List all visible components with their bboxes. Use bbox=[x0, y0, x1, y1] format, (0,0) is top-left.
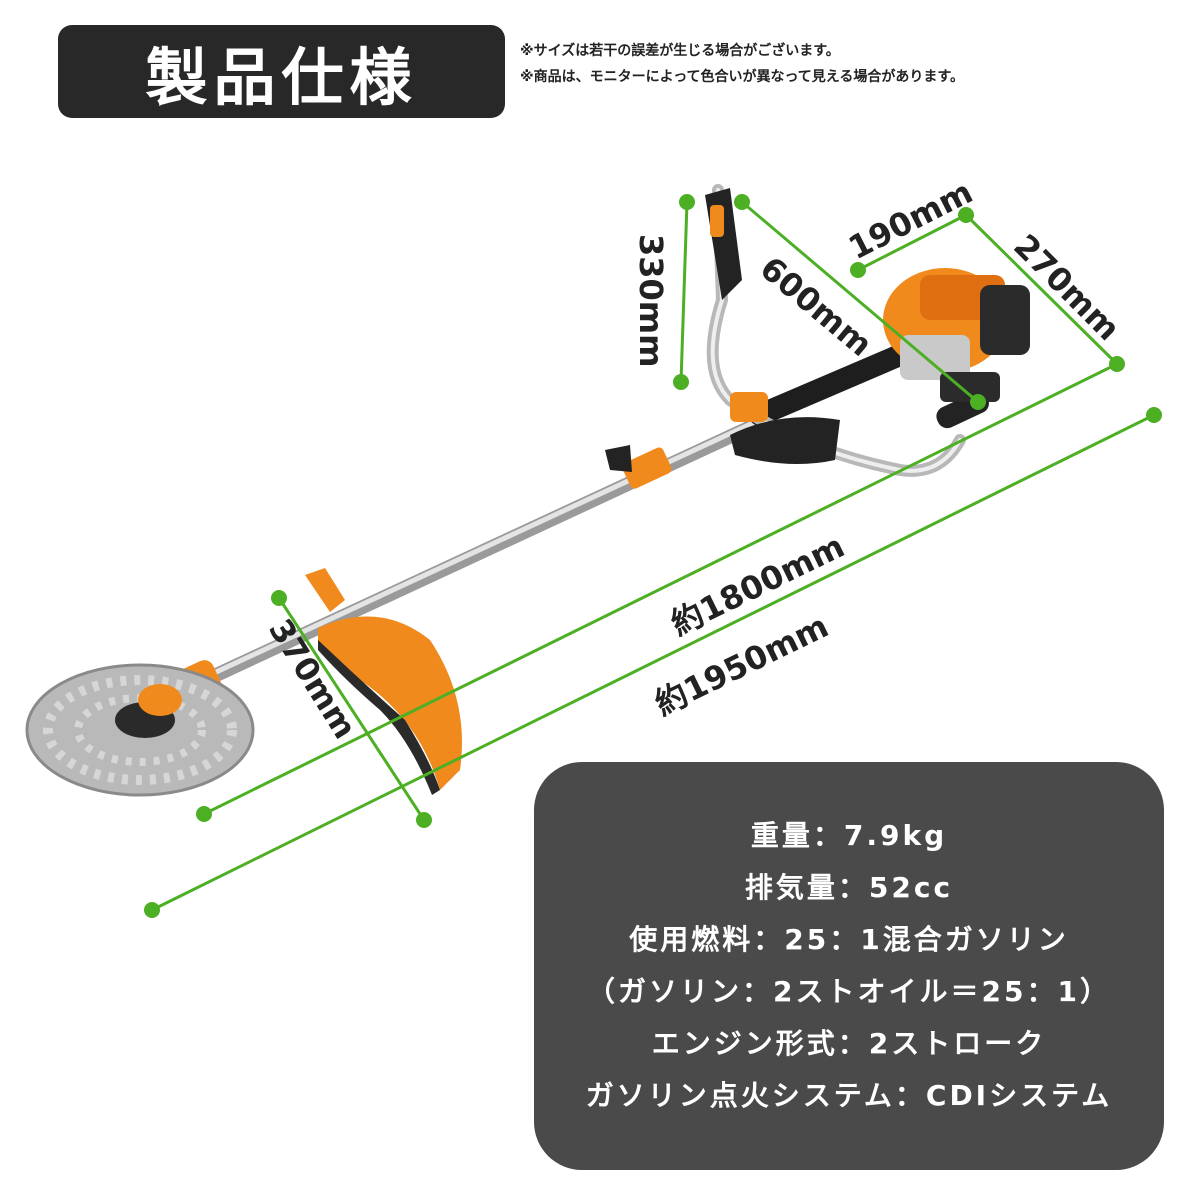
spec-displacement: 排気量：52cc bbox=[744, 871, 954, 904]
note-size-tolerance: ※サイズは若干の誤差が生じる場合がございます。 bbox=[520, 43, 840, 59]
dim-line-guard-width bbox=[277, 597, 426, 821]
dim-line-handle-height bbox=[679, 201, 689, 383]
dim-line-engine-depth bbox=[964, 213, 1119, 366]
spec-panel: 重量：7.9kg 排気量：52cc 使用燃料：25：1混合ガソリン （ガソリン：… bbox=[534, 762, 1164, 1170]
page-title: 製品仕様 bbox=[145, 40, 418, 114]
dimension-lines bbox=[144, 194, 1162, 918]
dim-line-engine-width bbox=[857, 213, 967, 272]
notes: ※サイズは若干の誤差が生じる場合がございます。 ※商品は、モニターによって色合い… bbox=[520, 38, 964, 90]
dim-line-handle-to-engine bbox=[741, 200, 979, 404]
spec-weight: 重量：7.9kg bbox=[750, 819, 948, 852]
note-color-variation: ※商品は、モニターによって色合いが異なって見える場合があります。 bbox=[520, 69, 964, 85]
title-banner: 製品仕様 bbox=[58, 25, 505, 118]
blade-guard-image bbox=[305, 568, 462, 795]
spec-fuel: 使用燃料：25：1混合ガソリン bbox=[629, 923, 1069, 956]
dim-line-shaft-length bbox=[203, 362, 1118, 816]
dim-line-total-length bbox=[151, 413, 1155, 912]
spec-ignition: ガソリン点火システム：CDIシステム bbox=[585, 1079, 1113, 1112]
spec-fuel-ratio: （ガソリン：2ストオイル＝25：1） bbox=[587, 975, 1111, 1008]
saw-blade-image bbox=[25, 663, 255, 797]
dim-label-handle-height: 330mm bbox=[632, 234, 670, 367]
spec-engine-type: エンジン形式：2ストローク bbox=[651, 1027, 1047, 1060]
brush-cutter-image bbox=[25, 184, 1030, 797]
